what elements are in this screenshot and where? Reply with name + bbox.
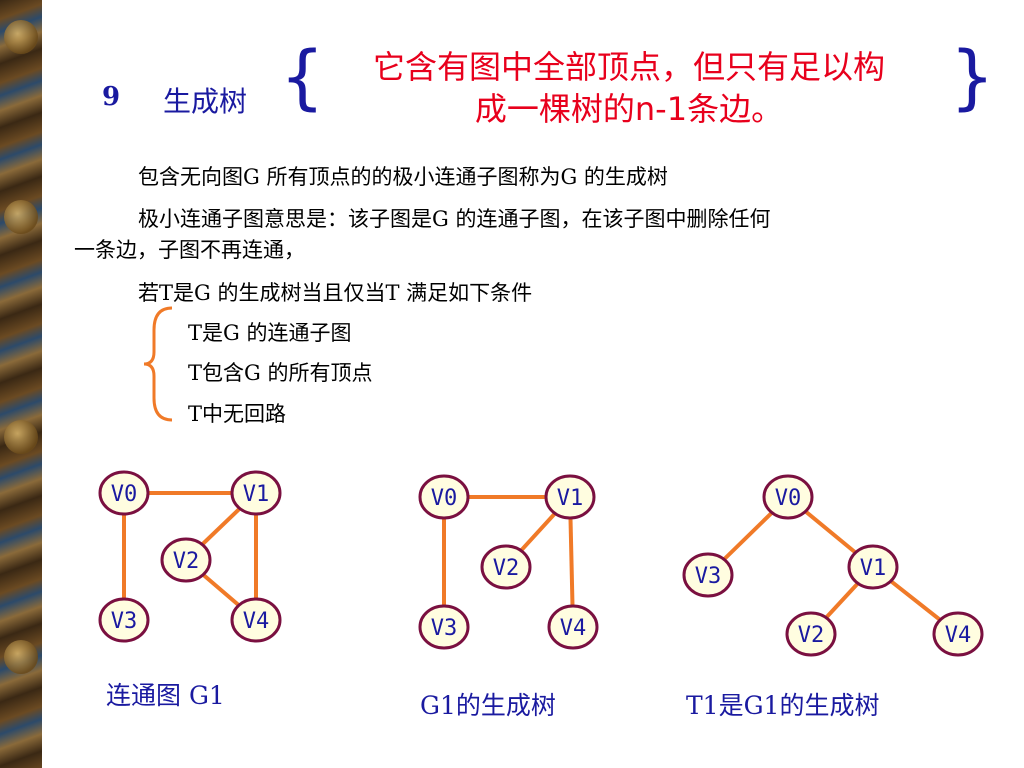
graph-node	[762, 474, 814, 520]
graph-node	[98, 597, 150, 643]
graph-node-label: V3	[111, 609, 138, 634]
graph-caption: T1是G1的生成树	[686, 691, 880, 720]
graph-node	[480, 544, 532, 590]
graph-caption: 连通图 G1	[106, 681, 225, 710]
graph-node-label: V2	[798, 623, 825, 648]
paragraph: 一条边，子图不再连通，	[74, 238, 305, 262]
section-title: 生成树	[163, 85, 248, 118]
graph-node	[418, 474, 470, 520]
graph-node-label: V0	[431, 486, 458, 511]
graph-node	[230, 470, 282, 516]
graph-node	[785, 611, 837, 657]
graph-node	[98, 470, 150, 516]
graph-node-label: V1	[243, 482, 270, 507]
ornament-icon	[4, 640, 38, 674]
graph-node	[160, 537, 212, 583]
graph-node-label: V0	[111, 482, 138, 507]
graph-node-label: V3	[695, 564, 722, 589]
paragraph: 若T是G 的生成树当且仅当T 满足如下条件	[138, 281, 533, 305]
definition-line: 它含有图中全部顶点，但只有足以构	[372, 48, 885, 86]
paragraph: 包含无向图G 所有顶点的的极小连通子图称为G 的生成树	[138, 165, 668, 189]
ornament-icon	[4, 420, 38, 454]
ornament-icon	[4, 200, 38, 234]
graph-node-label: V4	[243, 609, 270, 634]
graph-node	[544, 474, 596, 520]
graph-node-label: V2	[173, 549, 200, 574]
decorative-sidebar	[0, 0, 42, 768]
graph-caption: G1的生成树	[420, 691, 556, 720]
right-brace-icon: }	[950, 36, 995, 118]
graph-node-label: V1	[557, 486, 584, 511]
graph-node-label: V4	[560, 616, 587, 641]
condition-item: T中无回路	[188, 402, 287, 426]
graph-node	[932, 611, 984, 657]
definition-text: 它含有图中全部顶点，但只有足以构 成一棵树的n-1条边。	[306, 46, 952, 130]
graph-node-label: V2	[493, 556, 520, 581]
graph-node	[682, 552, 734, 598]
graph-node-label: V1	[860, 556, 887, 581]
graph-node	[230, 597, 282, 643]
graph-node-label: V4	[945, 623, 972, 648]
graph-node	[418, 604, 470, 650]
condition-brace-icon	[143, 306, 173, 422]
condition-item: T是G 的连通子图	[188, 321, 352, 345]
graph-node	[847, 544, 899, 590]
graph-node-label: V0	[775, 486, 802, 511]
definition-line: 成一棵树的n-1条边。	[474, 90, 784, 128]
graph-node-label: V3	[431, 616, 458, 641]
graph-node	[547, 604, 599, 650]
section-number: 9	[102, 82, 121, 112]
paragraph: 极小连通子图意思是：该子图是G 的连通子图，在该子图中删除任何	[138, 207, 771, 231]
left-brace-icon: {	[280, 36, 325, 118]
ornament-icon	[4, 20, 38, 54]
condition-item: T包含G 的所有顶点	[188, 361, 373, 385]
